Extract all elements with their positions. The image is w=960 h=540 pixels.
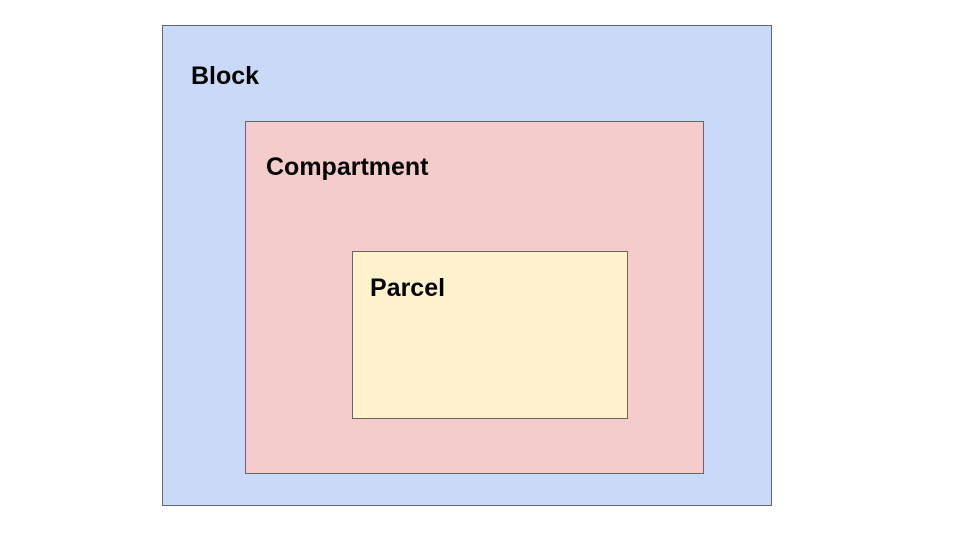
compartment-label: Compartment [266, 153, 429, 181]
block-label: Block [191, 62, 260, 90]
parcel-label: Parcel [370, 274, 446, 302]
parcel-box: Parcel [352, 251, 628, 419]
